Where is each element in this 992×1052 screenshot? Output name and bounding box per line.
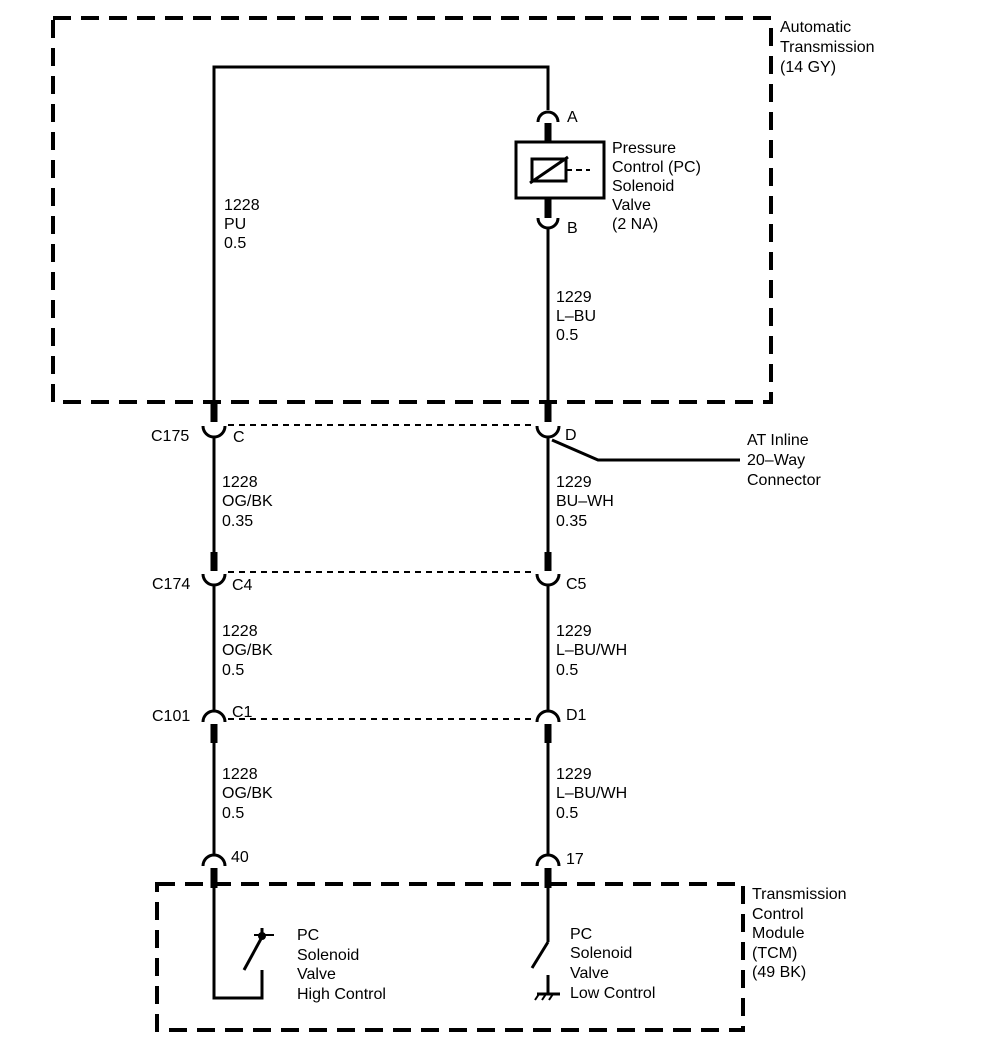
- inline-label-1: AT Inline: [747, 432, 809, 449]
- tcm-label-4: (TCM): [752, 945, 797, 962]
- c174-left-pin: C4: [232, 577, 253, 594]
- c175-left-terminal: [201, 425, 227, 439]
- high-driver-label-4: High Control: [297, 986, 386, 1003]
- c174-right-terminal: [535, 573, 561, 587]
- transmission-label-2: Transmission: [780, 39, 875, 56]
- c175-name: C175: [151, 428, 189, 445]
- tcm-label-1: Transmission: [752, 886, 847, 903]
- pin-a-label: A: [567, 109, 578, 126]
- low-driver-label-4: Low Control: [570, 985, 655, 1002]
- wire-right-3-circuit: 1229: [556, 623, 592, 640]
- tcm-label-3: Module: [752, 925, 805, 942]
- c101-left-terminal: [201, 709, 227, 723]
- pc-solenoid-housing: [514, 140, 606, 200]
- wire-left-3-size: 0.5: [222, 662, 244, 679]
- c174-left-terminal: [201, 573, 227, 587]
- wire-left-top-color: PU: [224, 216, 246, 233]
- inline-connector-leader: [551, 438, 740, 462]
- solenoid-label-3: Solenoid: [612, 178, 674, 195]
- high-driver-label-3: Valve: [297, 966, 336, 983]
- wire-right-2-color: BU–WH: [556, 493, 614, 510]
- c175-left-pin: C: [233, 429, 245, 446]
- wire-left-3-color: OG/BK: [222, 642, 273, 659]
- c101-left-pin: C1: [232, 704, 253, 721]
- wire-1228-top-loop: [212, 65, 550, 404]
- tcm-pin-17-label: 17: [566, 851, 584, 868]
- transmission-label-3: (14 GY): [780, 59, 836, 76]
- low-driver-label-3: Valve: [570, 965, 609, 982]
- tcm-pin-40-terminal: [201, 853, 227, 867]
- low-side-switch-icon: [530, 941, 550, 969]
- inline-label-2: 20–Way: [747, 452, 805, 469]
- tcm-pin-17-terminal: [535, 853, 561, 867]
- tcm-label-2: Control: [752, 906, 804, 923]
- transmission-label-1: Automatic: [780, 19, 851, 36]
- tcm-label-5: (49 BK): [752, 964, 806, 981]
- high-side-switch-icon: [242, 936, 264, 971]
- wire-left-4-circuit: 1228: [222, 766, 258, 783]
- wire-right-top-size: 0.5: [556, 327, 578, 344]
- wire-right-top-circuit: 1229: [556, 289, 592, 306]
- tcm-pin-40-label: 40: [231, 849, 249, 866]
- inline-label-3: Connector: [747, 472, 821, 489]
- wire-left-top-size: 0.5: [224, 235, 246, 252]
- tcm-module-box: [155, 882, 745, 1032]
- wire-left-2-circuit: 1228: [222, 474, 258, 491]
- solenoid-coil-diagonal: [529, 155, 569, 185]
- high-driver-label-1: PC: [297, 927, 319, 944]
- ground-hatch-2: [541, 993, 547, 1001]
- low-driver-label-2: Solenoid: [570, 945, 632, 962]
- ground-hatch-3: [548, 993, 554, 1001]
- wire-left-4-color: OG/BK: [222, 785, 273, 802]
- transmission-module-box: [51, 16, 773, 404]
- solenoid-label-1: Pressure: [612, 140, 676, 157]
- wire-right-4-color: L–BU/WH: [556, 785, 627, 802]
- wire-left-4-size: 0.5: [222, 805, 244, 822]
- high-driver-label-2: Solenoid: [297, 947, 359, 964]
- wire-left-3-circuit: 1228: [222, 623, 258, 640]
- wire-right-4-circuit: 1229: [556, 766, 592, 783]
- solenoid-label-4: Valve: [612, 197, 651, 214]
- c175-right-pin: D: [565, 427, 577, 444]
- c175-right-terminal: [535, 425, 561, 439]
- solenoid-label-2: Control (PC): [612, 159, 701, 176]
- wire-left-top-circuit: 1228: [224, 197, 260, 214]
- solenoid-label-5: (2 NA): [612, 216, 658, 233]
- c101-right-terminal: [535, 709, 561, 723]
- low-driver-label-1: PC: [570, 926, 592, 943]
- wire-right-top-color: L–BU: [556, 308, 596, 325]
- wire-right-4-size: 0.5: [556, 805, 578, 822]
- pin-b-terminal: [536, 217, 560, 230]
- pin-b-label: B: [567, 220, 578, 237]
- wire-left-2-size: 0.35: [222, 513, 253, 530]
- wire-right-2-circuit: 1229: [556, 474, 592, 491]
- c174-right-pin: C5: [566, 576, 587, 593]
- c101-right-pin: D1: [566, 707, 587, 724]
- wire-right-2-size: 0.35: [556, 513, 587, 530]
- wire-left-2-color: OG/BK: [222, 493, 273, 510]
- c101-name: C101: [152, 708, 190, 725]
- wire-right-3-color: L–BU/WH: [556, 642, 627, 659]
- high-control-circuit: [212, 888, 264, 1000]
- c174-name: C174: [152, 576, 190, 593]
- wire-right-3-size: 0.5: [556, 662, 578, 679]
- ground-hatch-1: [534, 993, 540, 1001]
- pin-a-terminal: [536, 110, 560, 123]
